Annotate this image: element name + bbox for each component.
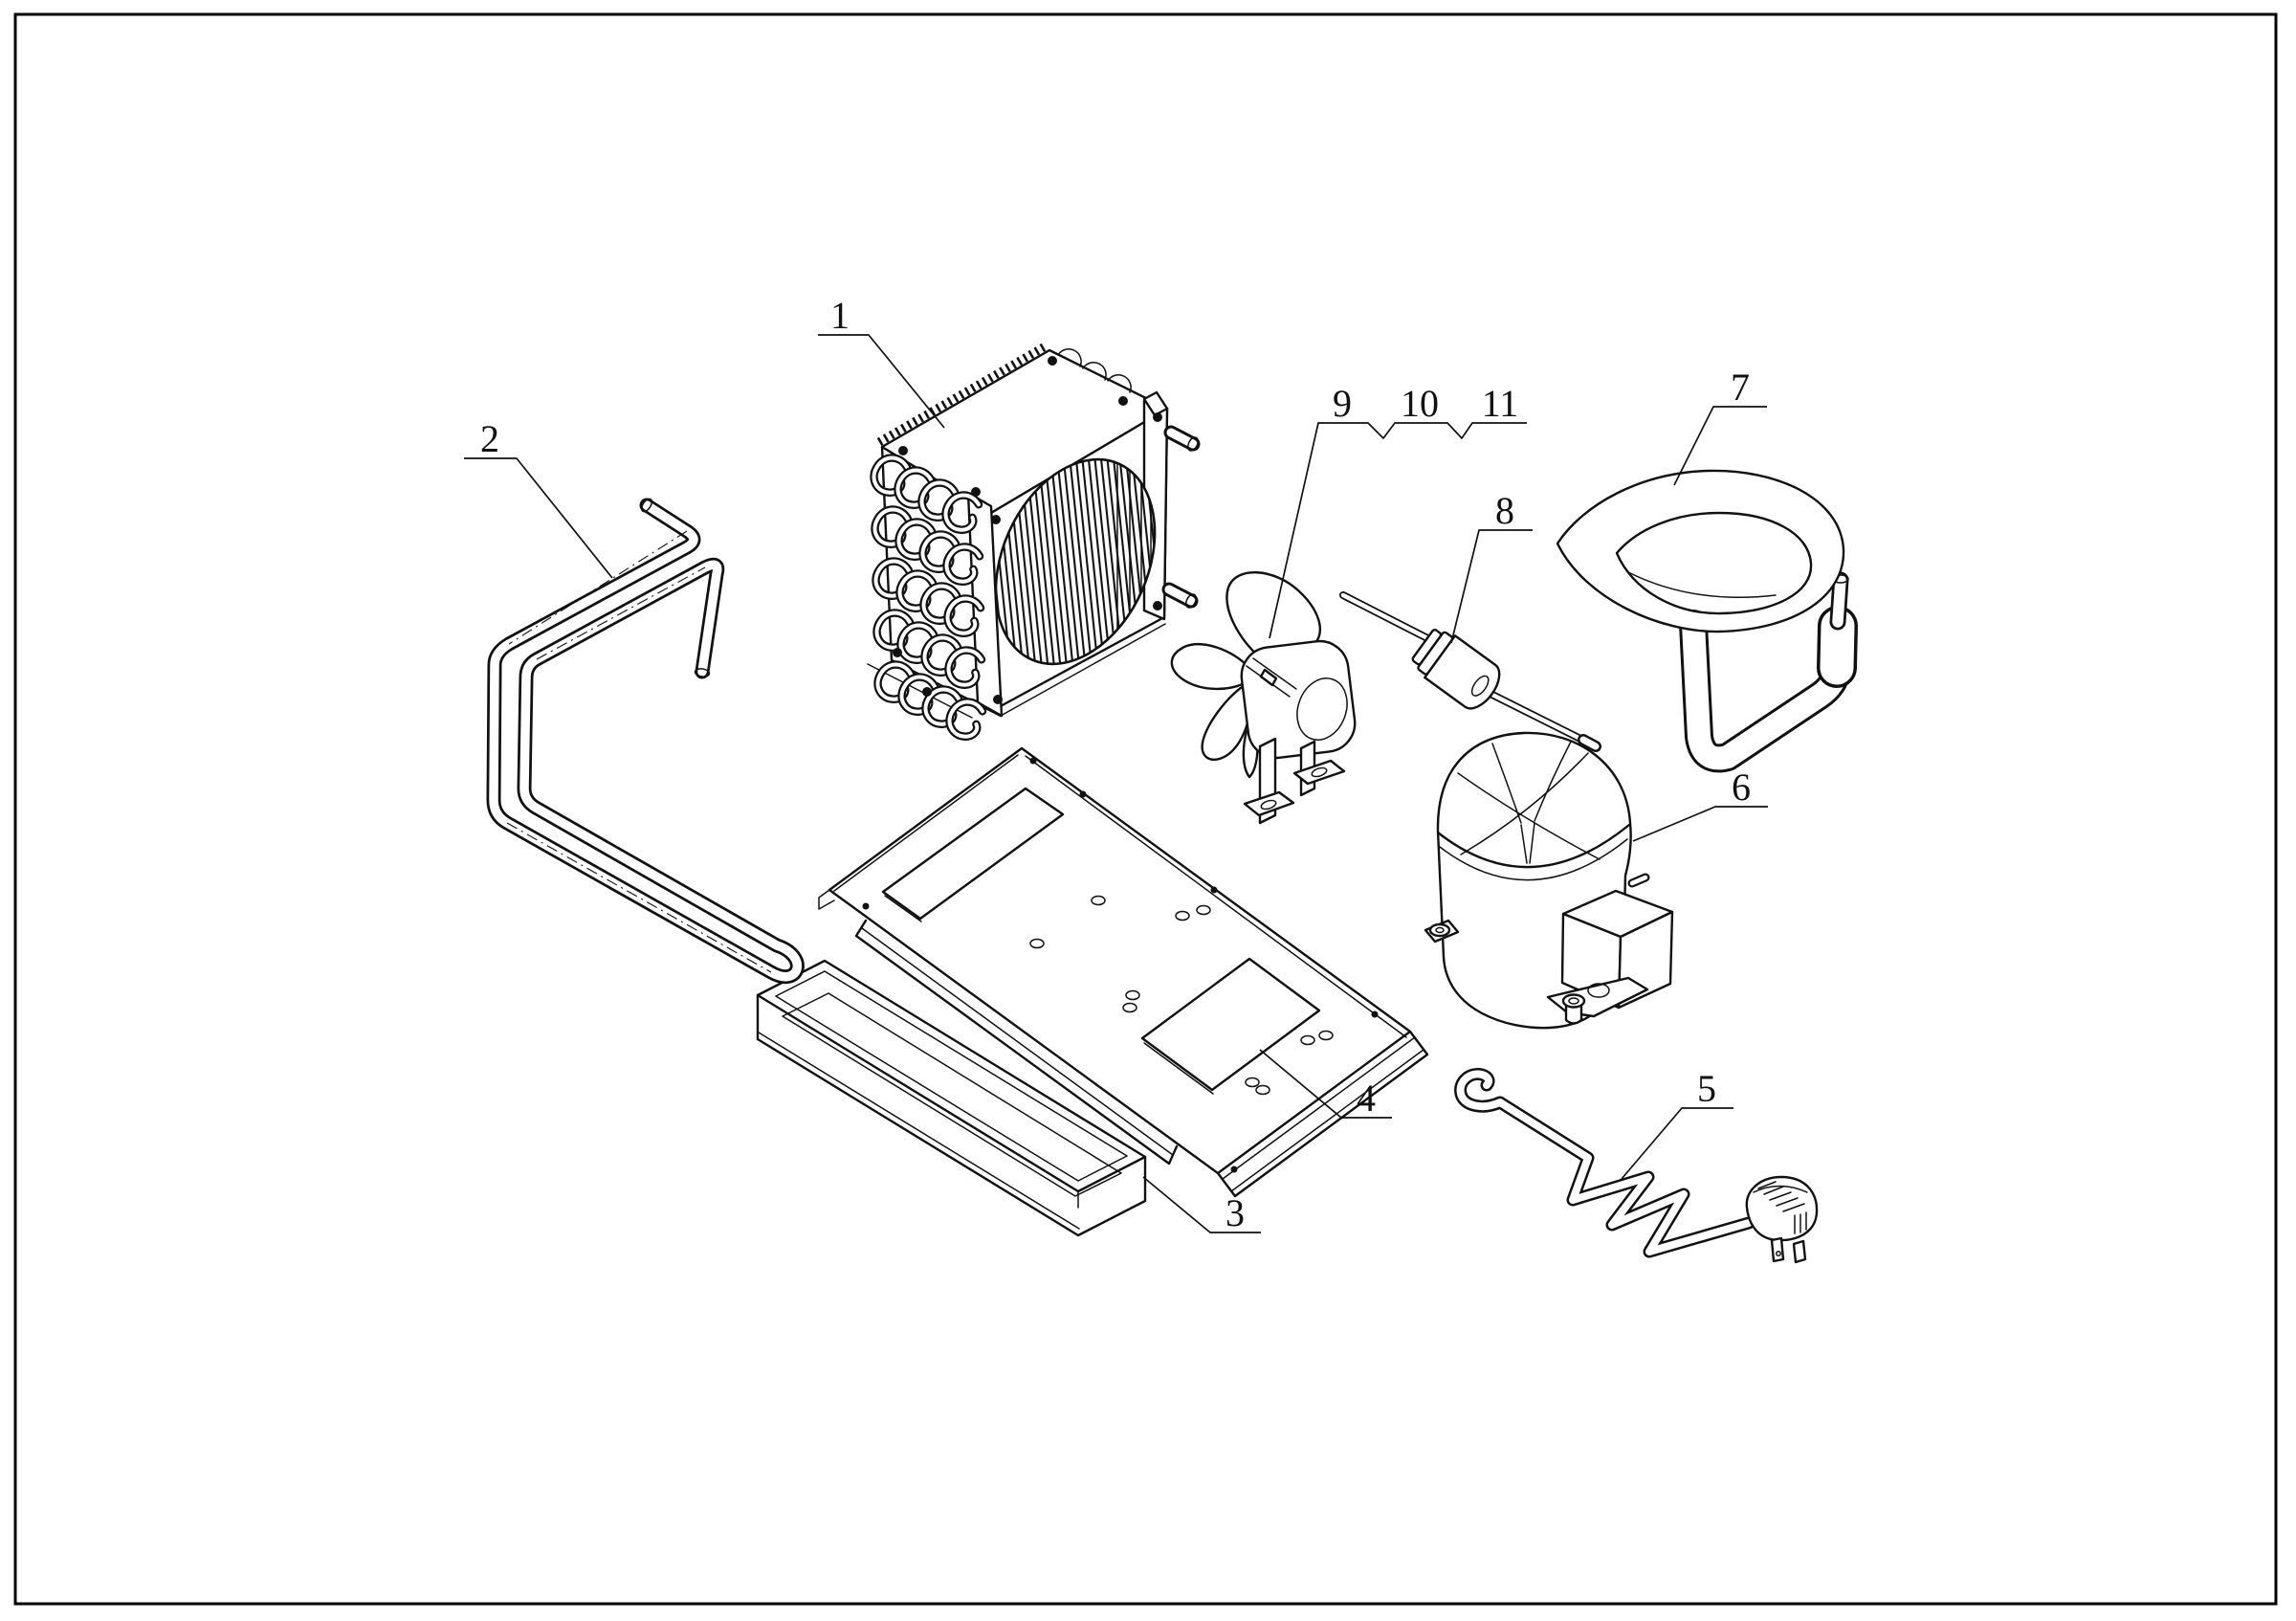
part-fan-assembly <box>1170 571 1357 825</box>
power-plug <box>1745 1175 1819 1264</box>
callout-9-number: 9 <box>1333 382 1352 425</box>
plate-holes <box>1029 895 1334 1096</box>
callout-4: 4 <box>1259 1049 1392 1120</box>
condenser-fins <box>876 342 1049 446</box>
callout-1-number: 1 <box>830 294 850 337</box>
callout-9-10-11: 9 10 11 <box>1269 382 1527 639</box>
callout-4-number: 4 <box>1357 1077 1376 1120</box>
plug-ribs <box>1757 1181 1807 1234</box>
part-compressor <box>1424 731 1674 1030</box>
drier-body <box>1411 629 1501 710</box>
compressor-dome-seams <box>1457 741 1601 864</box>
plate-rivets <box>862 757 1379 1173</box>
part-power-cord <box>1454 1068 1819 1264</box>
callout-5-number: 5 <box>1697 1067 1716 1110</box>
callout-10-number: 10 <box>1401 382 1439 425</box>
drawing-border <box>13 12 2278 1606</box>
plate-cutout-right <box>1140 957 1321 1092</box>
part-filter-drier <box>1339 591 1601 752</box>
plate-cutout-left <box>881 787 1065 921</box>
callout-1: 1 <box>818 294 945 429</box>
part-drain-tray <box>756 959 1147 1237</box>
callout-3: 3 <box>1142 1176 1261 1234</box>
condenser-stub-tubes <box>1161 425 1201 609</box>
callouts: 1 2 3 4 5 6 7 8 <box>464 294 1768 1234</box>
part-base-plate <box>818 746 1429 1198</box>
fan-motor <box>1240 639 1357 760</box>
callout-8-number: 8 <box>1495 489 1514 532</box>
condenser-return-bends <box>1057 348 1132 393</box>
part-condenser-tube <box>486 498 805 985</box>
callout-6: 6 <box>1632 766 1768 842</box>
callout-7: 7 <box>1673 366 1767 486</box>
callout-11-number: 11 <box>1482 382 1519 425</box>
fan-bracket <box>1243 737 1346 825</box>
callout-7-number: 7 <box>1731 366 1750 409</box>
callout-6-number: 6 <box>1732 766 1751 809</box>
callout-8: 8 <box>1450 489 1533 644</box>
callout-3-number: 3 <box>1225 1191 1245 1234</box>
part-suction-tube-loop <box>1556 469 1858 773</box>
part-condenser-coil <box>868 342 1201 740</box>
callout-2: 2 <box>464 417 613 579</box>
loop-ring <box>1556 469 1845 633</box>
compressor-feet <box>1424 919 1649 1025</box>
callout-2-number: 2 <box>480 417 499 460</box>
callout-5: 5 <box>1621 1067 1733 1180</box>
condenser-screws <box>893 356 1162 704</box>
